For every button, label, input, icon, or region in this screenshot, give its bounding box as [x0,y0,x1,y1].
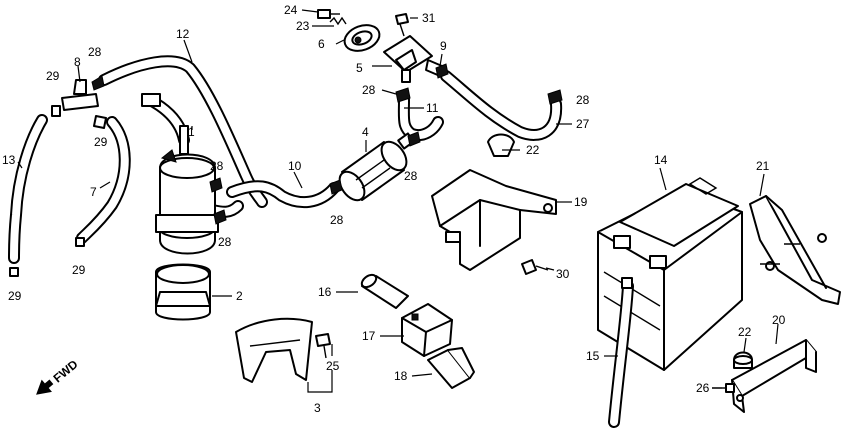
pump-holder-2 [155,263,211,321]
callout-10: 10 [288,159,302,173]
clip-28-a [91,75,105,91]
clip-28-f [209,177,223,193]
t-joint-8 [61,79,99,111]
callout-22: 22 [526,143,540,157]
callout-28d: 28 [404,169,418,183]
callout-1: 1 [188,125,195,139]
callout-17: 17 [362,329,376,343]
screw-24 [317,9,340,19]
callout-8: 8 [74,55,81,69]
callout-28g: 28 [218,235,232,249]
callout-11: 11 [426,101,439,115]
callout-20: 20 [772,313,786,327]
callout-29c: 29 [72,263,86,277]
clip-28-b [395,87,411,103]
hose-10 [226,180,340,209]
callout-2: 2 [236,289,243,303]
callout-23: 23 [296,19,310,33]
clip-29-d [9,267,19,277]
screw-31 [395,13,409,37]
bracket-21 [749,195,841,305]
callout-22b: 22 [738,325,752,339]
bolt-30 [521,259,549,275]
callout-3: 3 [314,401,321,415]
callout-29a: 29 [46,69,60,83]
clip-28-g [213,209,227,225]
callout-13: 13 [2,153,16,167]
callout-30: 30 [556,267,570,281]
callout-18: 18 [394,369,408,383]
callout-28e: 28 [330,213,344,227]
callout-5: 5 [356,61,363,75]
callout-16: 16 [318,285,332,299]
callout-26: 26 [696,381,710,395]
rubber-16 [360,273,409,309]
cap-17 [401,303,453,357]
clip-pump-top [141,93,161,107]
fuel-pump-1 [155,125,219,255]
callout-9: 9 [440,39,447,53]
bracket-19 [431,169,557,271]
leader-lines [17,9,779,393]
callout-27: 27 [576,117,590,131]
callout-31: 31 [422,11,436,25]
cap-18 [427,347,475,389]
callout-15: 15 [586,349,600,363]
callout-4: 4 [362,125,369,139]
forward-direction-indicator: FWD [36,357,81,395]
callout-21: 21 [756,159,770,173]
callout-28b: 28 [362,83,376,97]
clip-9 [435,63,449,79]
callout-12: 12 [176,27,190,41]
cap-22-upper [487,133,515,157]
callout-14: 14 [654,153,668,167]
callout-28f: 28 [210,159,224,173]
hose-7 [76,116,131,244]
callout-25: 25 [326,359,340,373]
fuel-valve-5 [383,35,443,83]
fuel-filter-4 [338,132,415,202]
clip-28-d [407,131,421,147]
forward-arrow-icon [36,379,54,395]
clip-28-e [329,179,343,195]
callout-19: 19 [574,195,588,209]
battery-14 [597,177,743,371]
callout-7: 7 [90,185,97,199]
clip-29-c [75,237,85,247]
diaphragm-6 [343,24,381,52]
clip-28-c [547,89,563,105]
fwd-label: FWD [51,357,81,386]
screw-25 [315,333,331,359]
cap-22-lower [733,351,753,369]
clip-29-b [93,115,107,129]
cover-3 [235,317,313,383]
callout-29d: 29 [8,289,22,303]
clip-29-a [51,105,61,117]
callout-29b: 29 [94,135,108,149]
callout-28c: 28 [576,93,590,107]
hose-27 [440,70,563,141]
callout-28a: 28 [88,45,102,59]
callout-6: 6 [318,37,325,51]
hose-13 [8,114,48,264]
battery-tube-15 [608,277,634,428]
spring-23 [329,16,347,26]
callout-24: 24 [284,3,298,17]
